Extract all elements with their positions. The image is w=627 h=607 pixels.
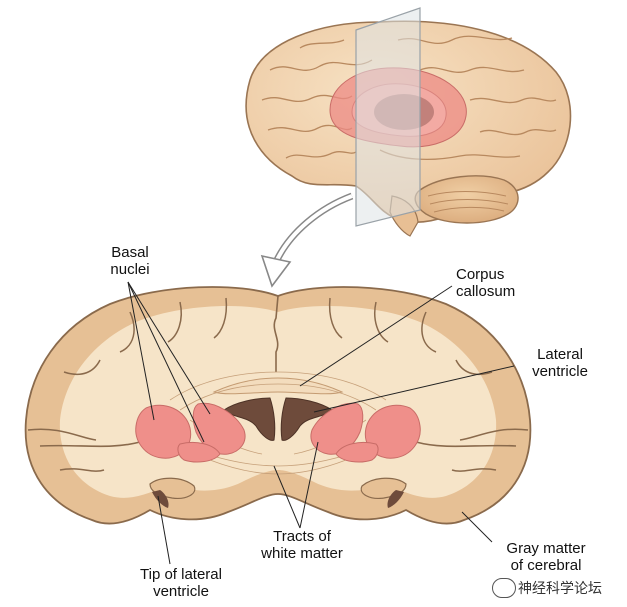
label-gray-line1: Gray matter	[506, 540, 586, 557]
section-plane	[355, 7, 421, 227]
label-basal-nuclei: Basal nuclei	[94, 244, 166, 278]
label-lateral-line2: ventricle	[532, 363, 588, 380]
basal-nucleus-right-inner	[310, 402, 364, 455]
ventricle-tip-right	[387, 490, 404, 508]
label-corpus-callosum: Corpus callosum	[456, 266, 515, 300]
sulci	[27, 297, 529, 472]
pointer-arrow	[260, 192, 354, 288]
label-corpus-line2: callosum	[456, 283, 516, 300]
basal-nucleus-left-outer	[135, 404, 192, 459]
coronal-section	[24, 286, 532, 525]
label-corpus-line1: Corpus	[456, 266, 505, 283]
label-gray-matter: Gray matter of cerebral	[486, 540, 606, 574]
ventricle-tip-left	[152, 490, 169, 508]
leader-lines	[127, 281, 515, 565]
basal-nucleus-left-low	[177, 441, 221, 463]
label-lateral-line1: Lateral	[537, 346, 583, 363]
basal-nucleus-left-inner	[192, 402, 246, 455]
watermark-text: 神经科学论坛	[518, 581, 602, 597]
label-tracts-line2: white matter	[261, 545, 343, 562]
wechat-icon	[492, 578, 516, 598]
lateral-brain	[245, 7, 572, 237]
label-tracts-line1: Tracts of	[273, 528, 331, 545]
longitudinal-fissure	[273, 295, 279, 372]
label-basal-line2: nuclei	[110, 261, 150, 278]
label-basal-line1: Basal	[111, 244, 149, 261]
label-tracts-white-matter: Tracts of white matter	[240, 528, 364, 562]
label-tip-line2: ventricle	[153, 583, 209, 600]
label-lateral-ventricle: Lateral ventricle	[518, 346, 602, 380]
label-gray-line2: of cerebral	[510, 557, 582, 574]
corpus-callosum-shape	[212, 377, 344, 395]
basal-nucleus-right-outer	[364, 404, 421, 459]
white-matter	[59, 306, 497, 498]
basal-nucleus-right-low	[335, 441, 379, 463]
lateral-ventricle-right	[280, 397, 333, 441]
label-tip-line1: Tip of lateral	[140, 566, 222, 583]
lateral-ventricle-left	[223, 397, 276, 441]
cerebellum-folia	[427, 191, 509, 213]
label-tip-lateral-ventricle: Tip of lateral ventricle	[116, 566, 246, 600]
